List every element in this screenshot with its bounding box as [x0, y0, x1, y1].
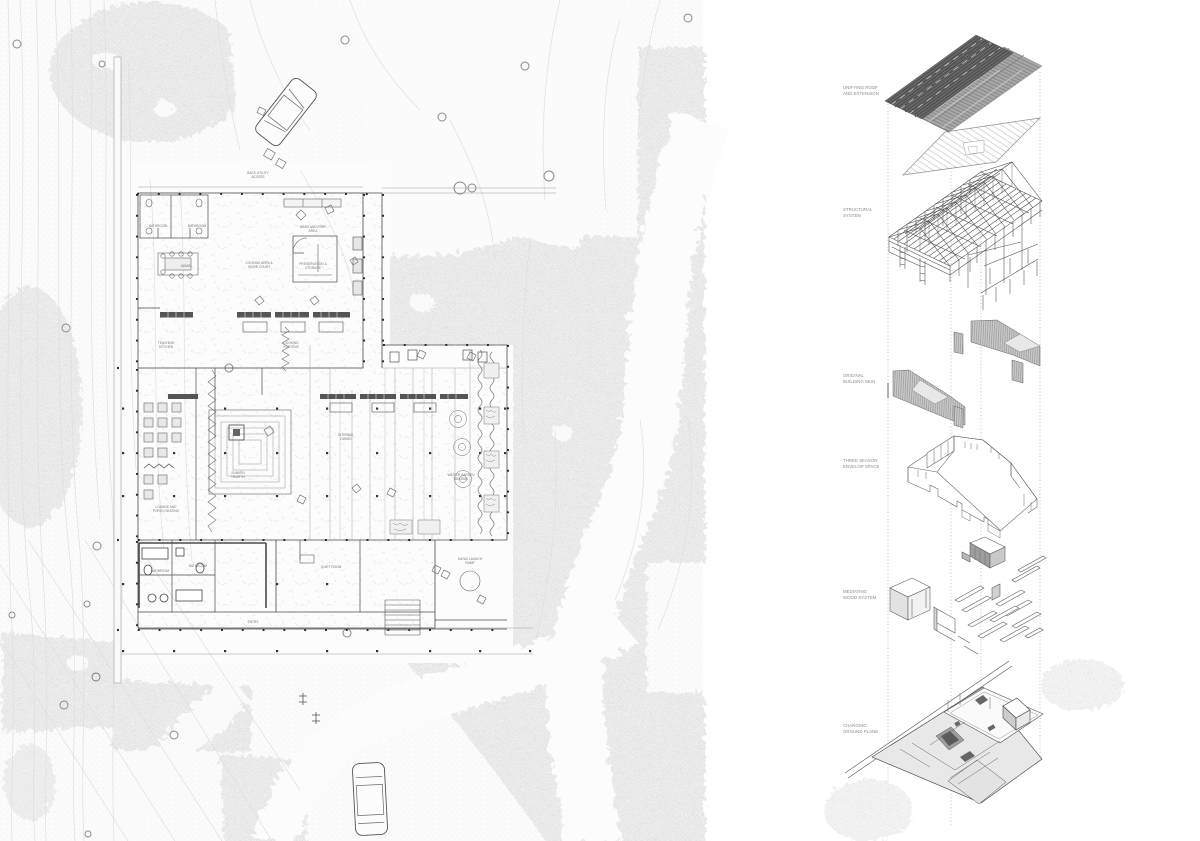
svg-text:WOOD SYSTEM: WOOD SYSTEM	[843, 595, 877, 600]
svg-text:COOKING: COOKING	[283, 341, 299, 345]
svg-text:ACCESS: ACCESS	[251, 175, 264, 179]
svg-text:BACK UTILITY: BACK UTILITY	[247, 171, 269, 175]
svg-text:MEDIATING: MEDIATING	[843, 589, 868, 594]
svg-text:WASH AND PREP: WASH AND PREP	[300, 225, 326, 229]
svg-text:PORCH SEATING: PORCH SEATING	[153, 509, 180, 513]
svg-text:STATIONS: STATIONS	[283, 345, 298, 349]
svg-text:RAMP: RAMP	[465, 561, 474, 565]
svg-text:HEARTH: HEARTH	[231, 475, 245, 479]
svg-text:KITCHEN: KITCHEN	[159, 345, 174, 349]
svg-text:STRUCTURAL: STRUCTURAL	[843, 207, 873, 212]
svg-text:WINTER GARDEN: WINTER GARDEN	[447, 473, 475, 477]
svg-text:ENVELOP SPACE: ENVELOP SPACE	[843, 464, 880, 469]
svg-text:SEATING: SEATING	[454, 477, 468, 481]
svg-text:KAYAK LAUNCH: KAYAK LAUNCH	[458, 557, 483, 561]
svg-text:COOKING AREA &: COOKING AREA &	[245, 261, 273, 265]
svg-text:BATHROOM: BATHROOM	[188, 224, 207, 228]
svg-text:PRESERVATION &: PRESERVATION &	[299, 262, 327, 266]
svg-text:ORIGINAL: ORIGINAL	[843, 373, 865, 378]
svg-text:QUIET ROOM: QUIET ROOM	[321, 565, 342, 569]
svg-text:TEACHING: TEACHING	[158, 341, 175, 345]
svg-text:AND EXTENSION: AND EXTENSION	[843, 91, 879, 96]
svg-text:DINING: DINING	[340, 437, 352, 441]
svg-text:THREE SEASON: THREE SEASON	[843, 458, 877, 463]
svg-text:BATHROOM: BATHROOM	[189, 564, 208, 568]
svg-text:SYSTEM: SYSTEM	[843, 213, 861, 218]
svg-text:SUNKEN: SUNKEN	[231, 471, 245, 475]
svg-text:UNIFYING ROOF: UNIFYING ROOF	[843, 85, 878, 90]
svg-text:BUILDING SKIN: BUILDING SKIN	[843, 379, 875, 384]
svg-text:CHANGING: CHANGING	[843, 723, 867, 728]
svg-text:BATHROOM: BATHROOM	[149, 224, 168, 228]
svg-text:GROUND PLANE: GROUND PLANE	[843, 729, 878, 734]
svg-text:INTERNAL: INTERNAL	[338, 433, 354, 437]
svg-text:ADMIN: ADMIN	[181, 264, 192, 268]
svg-text:STORAGE: STORAGE	[305, 266, 321, 270]
svg-text:ENTRY: ENTRY	[248, 620, 260, 624]
svg-text:LOUNGE AND: LOUNGE AND	[156, 505, 178, 509]
svg-text:BATHROOM: BATHROOM	[151, 569, 170, 573]
svg-text:AREA: AREA	[309, 229, 319, 233]
svg-text:WORK COURT: WORK COURT	[248, 265, 270, 269]
